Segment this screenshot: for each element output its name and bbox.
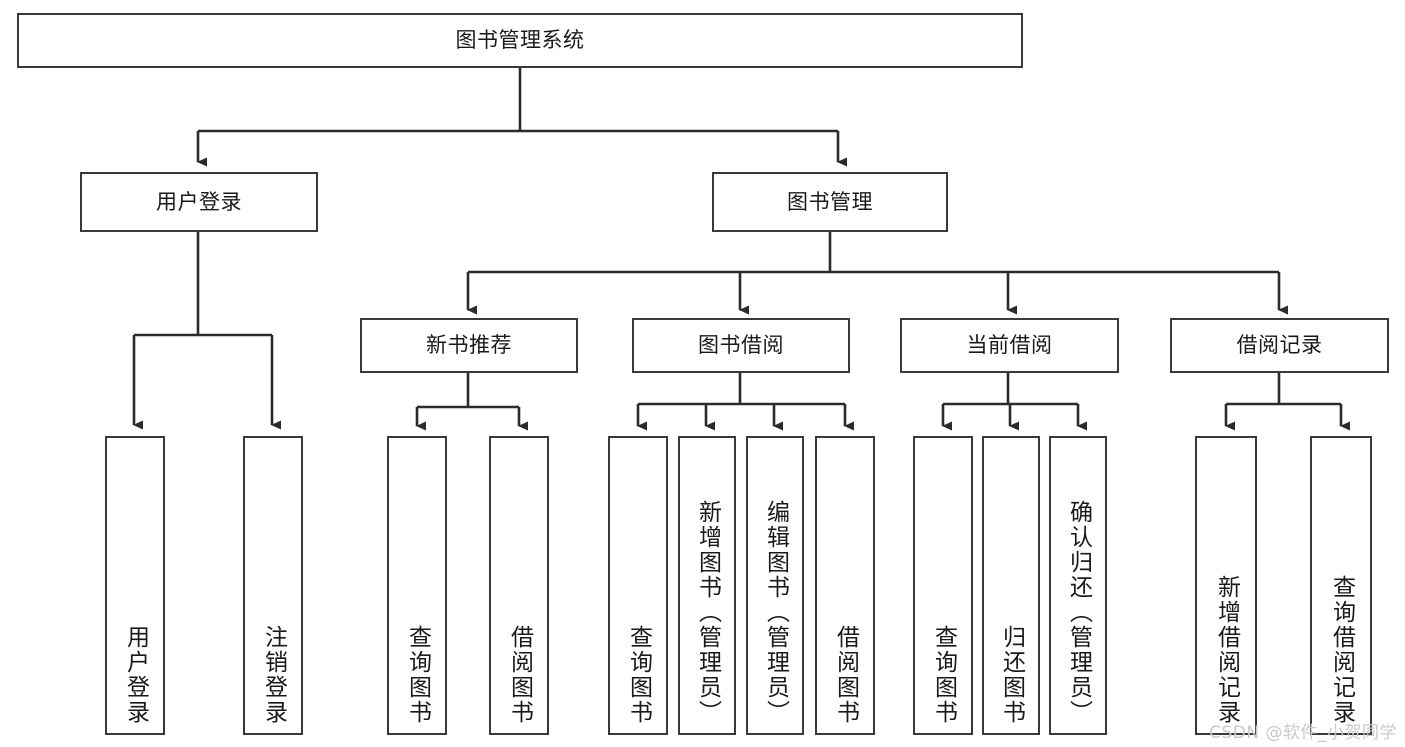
node-book-borrow[interactable]: 图书借阅 — [632, 318, 850, 373]
node-borrow-record[interactable]: 借阅记录 — [1170, 318, 1389, 373]
leaf-new-book-query[interactable]: 查询图书 — [387, 436, 447, 735]
node-label: 确认归还（管理员） — [1065, 500, 1092, 725]
node-label: 新增图书（管理员） — [694, 500, 721, 725]
leaf-book-borrow-edit[interactable]: 编辑图书（管理员） — [746, 436, 804, 735]
node-user-login[interactable]: 用户登录 — [80, 172, 318, 232]
leaf-borrow-record-query[interactable]: 查询借阅记录 — [1310, 436, 1372, 735]
node-label: 新书推荐 — [426, 333, 512, 358]
node-root-system[interactable]: 图书管理系统 — [17, 13, 1023, 68]
leaf-user-login-logout[interactable]: 注销登录 — [243, 436, 303, 735]
node-label: 图书管理 — [787, 189, 873, 214]
node-label: 注销登录 — [260, 625, 287, 725]
leaf-current-borrow-query[interactable]: 查询图书 — [913, 436, 973, 735]
node-label: 用户登录 — [156, 189, 242, 214]
leaf-current-borrow-return[interactable]: 归还图书 — [982, 436, 1040, 735]
leaf-current-borrow-confirm[interactable]: 确认归还（管理员） — [1049, 436, 1107, 735]
leaf-borrow-record-add[interactable]: 新增借阅记录 — [1195, 436, 1257, 735]
node-current-borrow[interactable]: 当前借阅 — [900, 318, 1119, 373]
node-label: 编辑图书（管理员） — [762, 500, 789, 725]
watermark: CSDN @软件_小贺同学 — [1209, 723, 1397, 743]
leaf-book-borrow-query[interactable]: 查询图书 — [608, 436, 668, 735]
node-label: 图书管理系统 — [455, 28, 585, 53]
leaf-new-book-borrow[interactable]: 借阅图书 — [489, 436, 549, 735]
node-label: 用户登录 — [122, 625, 149, 725]
node-label: 借阅图书 — [506, 625, 533, 725]
node-label: 查询借阅记录 — [1328, 575, 1355, 725]
node-label: 当前借阅 — [966, 333, 1053, 358]
node-label: 归还图书 — [998, 625, 1025, 725]
leaf-book-borrow-borrow[interactable]: 借阅图书 — [815, 436, 875, 735]
node-label: 借阅图书 — [832, 625, 859, 725]
node-new-book-recommend[interactable]: 新书推荐 — [360, 318, 578, 373]
leaf-book-borrow-add[interactable]: 新增图书（管理员） — [678, 436, 736, 735]
node-book-management[interactable]: 图书管理 — [712, 172, 948, 232]
node-label: 查询图书 — [404, 625, 431, 725]
node-label: 查询图书 — [930, 625, 957, 725]
leaf-user-login-login[interactable]: 用户登录 — [105, 436, 165, 735]
node-label: 新增借阅记录 — [1213, 575, 1240, 725]
node-label: 查询图书 — [625, 625, 652, 725]
node-label: 图书借阅 — [698, 333, 784, 358]
node-label: 借阅记录 — [1236, 333, 1323, 358]
